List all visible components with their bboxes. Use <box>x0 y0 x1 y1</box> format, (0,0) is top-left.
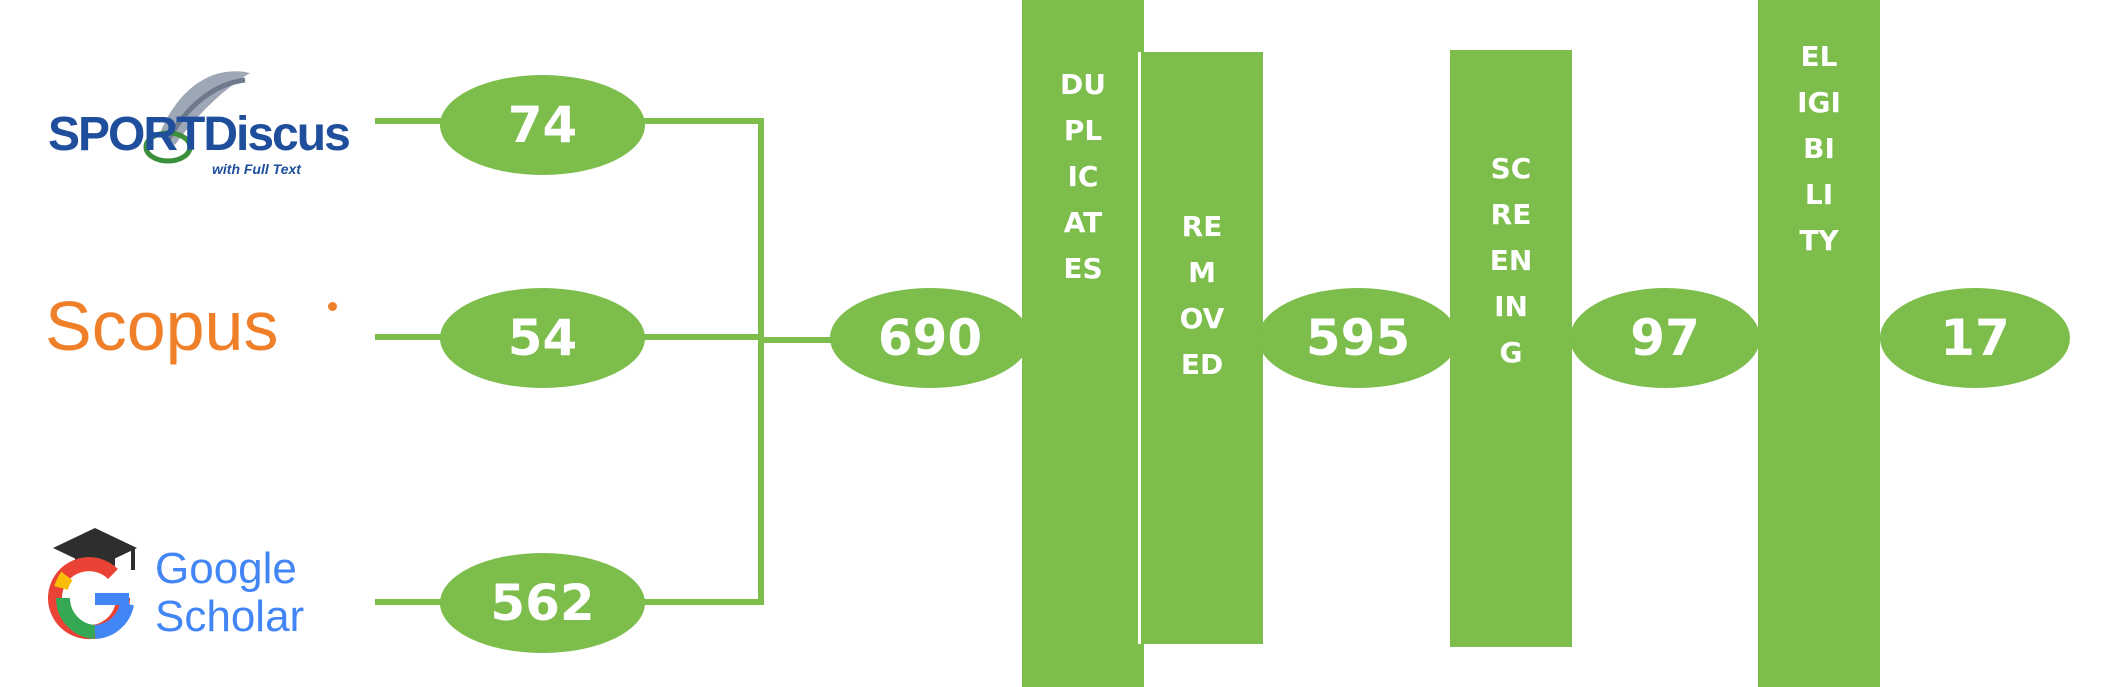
scopus-name: Scopus <box>45 287 279 365</box>
scopus-logo: Scopus <box>45 280 355 390</box>
sportdiscus-name: SPORTDiscus <box>48 108 351 161</box>
removed-bar: REMOVED <box>1138 52 1263 644</box>
connector-scopus <box>375 334 445 340</box>
connector-scopus-out <box>640 334 764 340</box>
eligibility-label: ELIGIBILITY <box>1797 40 1841 257</box>
scopus-dot-icon <box>328 302 337 311</box>
google-scholar-line2: Scholar <box>155 592 305 641</box>
connector-scholar <box>375 599 445 605</box>
duplicates-label: DUPLICATES <box>1060 68 1106 285</box>
eligibility-bar: ELIGIBILITY <box>1758 0 1880 687</box>
scopus-count: 54 <box>440 288 645 388</box>
connector-scholar-out <box>640 599 764 605</box>
identified-count: 690 <box>830 288 1030 388</box>
connector-sportdiscus-out <box>640 118 764 124</box>
google-g-icon <box>48 528 137 640</box>
sportdiscus-subtitle: with Full Text <box>212 161 301 177</box>
google-scholar-logo: Google Scholar <box>45 520 365 650</box>
connector-sportdiscus <box>375 118 445 124</box>
after-duplicates-count: 595 <box>1258 288 1458 388</box>
after-screening-count: 97 <box>1570 288 1760 388</box>
screening-label: SCREENING <box>1489 152 1533 369</box>
screening-bar: SCREENING <box>1450 50 1572 647</box>
google-scholar-count: 562 <box>440 553 645 653</box>
google-scholar-line1: Google <box>155 544 297 593</box>
removed-label: REMOVED <box>1179 210 1225 381</box>
connector-merge <box>758 337 838 343</box>
included-count: 17 <box>1880 288 2070 388</box>
sportdiscus-logo: SPORTDiscus with Full Text <box>40 55 351 185</box>
duplicates-bar: DUPLICATES <box>1022 0 1144 687</box>
sportdiscus-swoosh-icon <box>143 71 250 164</box>
connector-vertical <box>758 118 764 605</box>
sportdiscus-count: 74 <box>440 75 645 175</box>
